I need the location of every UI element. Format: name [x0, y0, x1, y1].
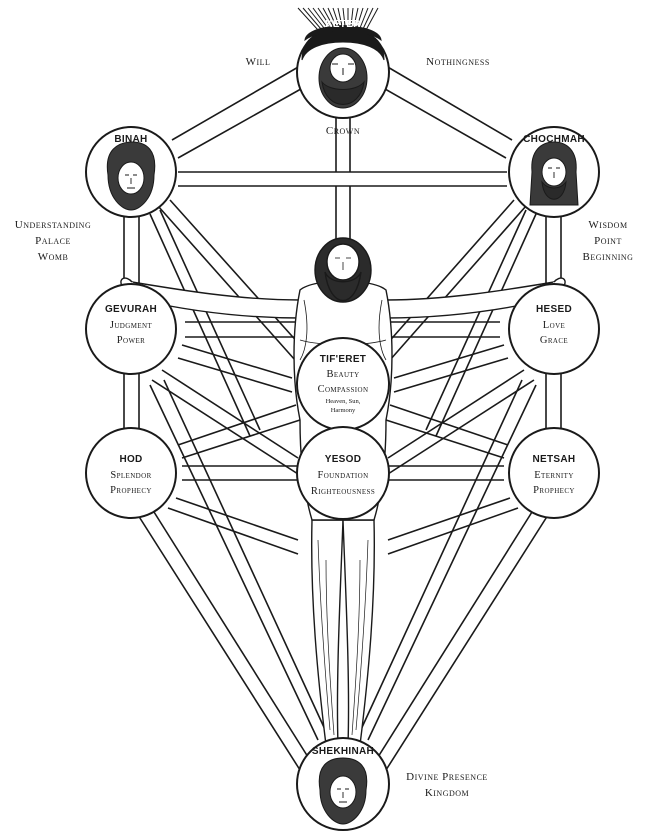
shekhinah-portrait	[318, 757, 368, 825]
crown-label: Crown	[326, 125, 360, 137]
paths	[123, 65, 562, 771]
yesod-attribute-2: Righteousness	[311, 486, 375, 497]
binah-name: BINAH	[114, 134, 147, 145]
tiferet-name: TIF'ERET	[320, 354, 366, 365]
hod-circle	[85, 427, 177, 519]
shekhinah-name: SHEKHINAH	[312, 746, 374, 757]
divine-presence-label: Divine Presence	[406, 771, 488, 783]
gevurah-circle	[85, 283, 177, 375]
netsah-attribute-2: Prophecy	[533, 485, 575, 496]
tiferet-attribute-1: Beauty	[326, 369, 359, 380]
netsah-attribute-1: Eternity	[534, 470, 574, 481]
tiferet-attribute-2: Compassion	[318, 384, 369, 395]
kingdom-label: Kingdom	[425, 787, 469, 799]
will-label: Will	[246, 56, 271, 68]
chochmah-portrait	[529, 141, 579, 206]
gevurah-attribute-2: Power	[117, 335, 145, 346]
sefirot-circles	[85, 25, 600, 831]
nothingness-label: Nothingness	[426, 56, 490, 68]
netsah-circle	[508, 427, 600, 519]
hod-attribute-2: Prophecy	[110, 485, 152, 496]
yesod-name: YESOD	[325, 454, 362, 465]
gevurah-attribute-1: Judgment	[110, 320, 153, 331]
chochmah-name: CHOCHMAH	[523, 134, 585, 145]
point-label: Point	[594, 235, 622, 247]
binah-portrait	[106, 141, 156, 211]
hesed-circle	[508, 283, 600, 375]
understanding-label: Understanding	[15, 219, 91, 231]
tiferet-attribute-3: Heaven, Sun,	[326, 398, 361, 405]
netsah-name: NETSAH	[533, 454, 576, 465]
tiferet-attribute-4: Harmony	[331, 407, 356, 414]
keter-portrait	[301, 25, 385, 109]
hesed-name: HESED	[536, 304, 572, 315]
palace-label: Palace	[35, 235, 71, 247]
hod-attribute-1: Splendor	[110, 470, 151, 481]
gevurah-name: GEVURAH	[105, 304, 157, 315]
hesed-attribute-2: Grace	[540, 335, 568, 346]
womb-label: Womb	[38, 251, 69, 263]
beginning-label: Beginning	[583, 251, 634, 263]
yesod-attribute-1: Foundation	[317, 470, 368, 481]
hesed-attribute-1: Love	[543, 320, 565, 331]
hod-name: HOD	[119, 454, 142, 465]
wisdom-label: Wisdom	[588, 219, 627, 231]
yesod-circle	[296, 426, 390, 520]
keter-name: KETER	[325, 19, 361, 30]
light-rays	[297, 7, 379, 31]
